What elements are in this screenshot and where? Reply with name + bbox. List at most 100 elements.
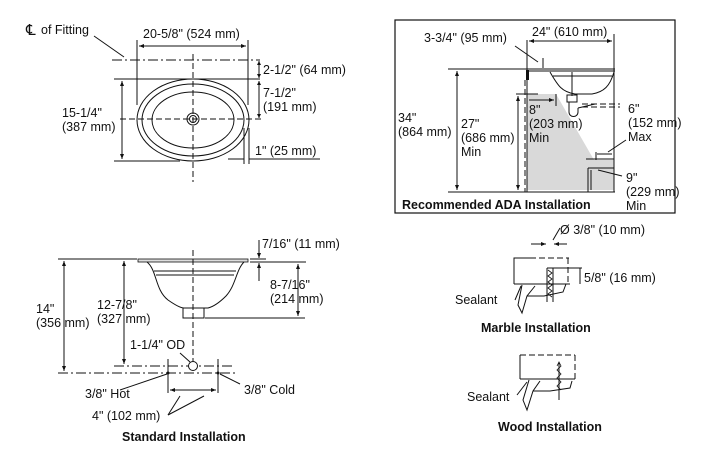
wood-sink-flange bbox=[522, 379, 541, 412]
sink-outer-rim bbox=[136, 78, 250, 162]
arrow-icon bbox=[257, 74, 261, 78]
marble-installation: Ø 3/8" (10 mm) 5/8" (16 mm) Sealant Marb… bbox=[455, 223, 656, 335]
ada-sink-bowl bbox=[549, 71, 615, 95]
marble-slab-edge bbox=[513, 257, 530, 284]
arrow-icon bbox=[257, 263, 261, 268]
toe-depth-line1: 6" bbox=[628, 102, 639, 116]
arrow-icon bbox=[296, 264, 300, 269]
knee-height-line2: (686 mm) bbox=[461, 131, 514, 145]
half-depth-line2: (191 mm) bbox=[263, 100, 316, 114]
width-dimension: 20-5/8" (524 mm) bbox=[143, 27, 240, 41]
toe-height-line3: Min bbox=[626, 199, 646, 213]
leader-line bbox=[167, 395, 181, 416]
arrow-icon bbox=[607, 39, 612, 43]
leader-line bbox=[167, 395, 205, 416]
arrow-icon bbox=[549, 98, 554, 102]
cold-point bbox=[216, 371, 220, 375]
centerline-symbol: ℄ bbox=[25, 22, 36, 39]
counter-height-line2: (864 mm) bbox=[398, 125, 451, 139]
spacing-dimension: 4" (102 mm) bbox=[92, 409, 160, 423]
leader-line bbox=[119, 373, 168, 391]
wood-screw-icon bbox=[556, 361, 562, 391]
p-trap bbox=[568, 102, 579, 117]
marble-sealant-label: Sealant bbox=[455, 293, 498, 307]
hot-supply-label: 3/8" Hot bbox=[85, 387, 130, 401]
counter-height-line1: 34" bbox=[398, 111, 416, 125]
wood-clip bbox=[533, 380, 573, 392]
drain-height-line1: 12-7/8" bbox=[97, 298, 137, 312]
arrow-icon bbox=[257, 253, 261, 258]
leader-line bbox=[179, 352, 191, 363]
setback-dimension: 3-3/4" (95 mm) bbox=[424, 31, 507, 45]
arrow-icon bbox=[257, 114, 261, 118]
arrow-icon bbox=[516, 96, 520, 101]
arrow-icon bbox=[554, 242, 559, 246]
knee-depth-line1: 8" bbox=[529, 103, 540, 117]
fitting-offset-dimension: 2-1/2" (64 mm) bbox=[263, 63, 346, 77]
anchor-screw-icon bbox=[547, 269, 553, 298]
leader-line bbox=[514, 45, 539, 63]
leader-line bbox=[552, 227, 561, 241]
hot-point bbox=[166, 371, 170, 375]
arrow-icon bbox=[541, 242, 546, 246]
supply-height-line1: 14" bbox=[36, 302, 54, 316]
arrow-icon bbox=[257, 81, 261, 85]
ada-title: Recommended ADA Installation bbox=[402, 198, 591, 212]
toe-height-line2: (229 mm) bbox=[626, 185, 679, 199]
arrow-icon bbox=[62, 261, 66, 266]
arrow-icon bbox=[516, 185, 520, 190]
arrow-icon bbox=[170, 388, 175, 392]
toe-height-line1: 9" bbox=[626, 171, 637, 185]
half-depth-line1: 7-1/2" bbox=[263, 86, 296, 100]
ada-installation: 24" (610 mm) 3-3/4" (95 mm) 34" (864 mm)… bbox=[394, 19, 681, 214]
leader-line bbox=[597, 169, 623, 177]
knee-depth-line3: Min bbox=[529, 131, 549, 145]
drain-od-label: 1-1/4" OD bbox=[130, 338, 185, 352]
depth-dimension-line1: 15-1/4" bbox=[62, 106, 102, 120]
bowl-depth-line1: 8-7/16" bbox=[270, 278, 310, 292]
arrow-icon bbox=[257, 61, 261, 65]
standard-title: Standard Installation bbox=[122, 430, 246, 444]
drain-od-circle bbox=[188, 361, 198, 371]
trap-arm bbox=[577, 103, 596, 109]
wood-sealant-label: Sealant bbox=[467, 390, 510, 404]
ada-frame bbox=[394, 19, 676, 214]
knee-clearance-area bbox=[527, 94, 614, 190]
arrow-icon bbox=[211, 388, 216, 392]
sink-flange bbox=[517, 284, 536, 315]
toe-depth-line3: Max bbox=[628, 130, 652, 144]
knee-height-line1: 27" bbox=[461, 117, 479, 131]
cold-supply-label: 3/8" Cold bbox=[244, 383, 295, 397]
leader-line bbox=[93, 35, 125, 58]
arrow-icon bbox=[120, 154, 124, 159]
leader-line bbox=[514, 285, 522, 301]
wood-installation: Sealant Wood Installation bbox=[467, 354, 602, 434]
arrow-icon bbox=[122, 359, 126, 364]
rim-dimension: 1" (25 mm) bbox=[255, 144, 316, 158]
standard-installation: 7/16" (11 mm) 8-7/16" (214 mm) 14" (356 … bbox=[36, 237, 340, 444]
arrow-icon bbox=[455, 71, 459, 76]
toe-depth-line2: (152 mm) bbox=[628, 116, 681, 130]
leader-line bbox=[607, 139, 627, 153]
arrow-icon bbox=[529, 39, 534, 43]
arrow-icon bbox=[296, 311, 300, 316]
arrow-icon bbox=[122, 261, 126, 266]
arrow-icon bbox=[120, 81, 124, 86]
counter-depth-dimension: 24" (610 mm) bbox=[532, 25, 607, 39]
tailpiece bbox=[566, 94, 578, 103]
hole-depth-dimension: 5/8" (16 mm) bbox=[584, 271, 656, 285]
wood-title: Wood Installation bbox=[498, 420, 602, 434]
arrow-icon bbox=[241, 44, 246, 48]
rim-thickness-dimension: 7/16" (11 mm) bbox=[262, 237, 340, 251]
bowl-depth-line2: (214 mm) bbox=[270, 292, 323, 306]
centerline-label: of Fitting bbox=[41, 23, 89, 37]
arrow-icon bbox=[455, 185, 459, 190]
apron bbox=[526, 70, 529, 80]
top-view: ℄ of Fitting 20-5/8" (524 mm) 15-1/4" (3… bbox=[25, 22, 346, 182]
supply-height-line2: (356 mm) bbox=[36, 316, 89, 330]
knee-depth-line2: (203 mm) bbox=[529, 117, 582, 131]
clip bbox=[527, 283, 567, 297]
leader-line bbox=[516, 381, 528, 396]
arrow-icon bbox=[139, 44, 144, 48]
